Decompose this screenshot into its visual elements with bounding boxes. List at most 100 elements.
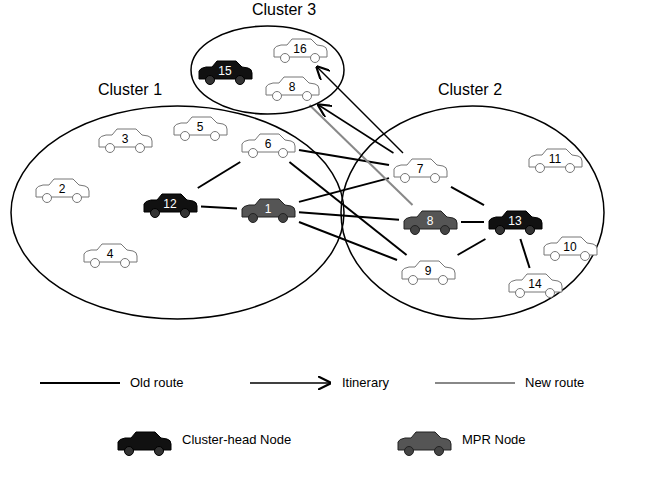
cluster-region: Cluster 315168: [190, 25, 345, 115]
car-wheel: [439, 276, 448, 285]
car-wheel: [43, 194, 52, 203]
car-wheel: [211, 132, 220, 141]
vehicle-number: 4: [81, 247, 139, 261]
cluster-outline: [341, 106, 604, 319]
car-wheel: [121, 259, 130, 268]
car-wheel: [411, 226, 420, 235]
car-wheel: [106, 144, 115, 153]
old-route: [461, 221, 484, 223]
cluster-ellipse: [340, 105, 605, 320]
vehicle-number: 8: [401, 214, 459, 228]
vehicle-car: 4: [81, 240, 139, 270]
vehicle-number: 16: [271, 42, 329, 56]
cluster-region: Cluster 135261241: [10, 105, 345, 320]
vehicle-number: 9: [399, 264, 457, 278]
old-route-sample: [40, 382, 120, 384]
car-wheel: [281, 54, 290, 63]
cluster-region: Cluster 271181310914: [340, 105, 605, 320]
itinerary-arrow: [319, 105, 394, 153]
vehicle-number: 3: [96, 132, 154, 146]
mpr-car: 1: [239, 195, 297, 225]
car-wheel: [206, 76, 215, 85]
vehicle-car: 9: [399, 257, 457, 287]
car-wheel: [249, 214, 258, 223]
itinerary-sample: [250, 382, 330, 384]
car-wheel: [273, 92, 282, 101]
vehicle-car: 14: [506, 270, 564, 300]
car-wheel: [551, 252, 560, 261]
car-wheel: [181, 209, 190, 218]
car-wheel: [236, 76, 245, 85]
vehicle-car: 5: [171, 113, 229, 143]
cluster-outline: [191, 26, 344, 114]
car-wheel: [249, 149, 258, 158]
cluster-head-car: 15: [196, 57, 254, 87]
vehicle-number: 7: [391, 162, 449, 176]
mpr-icon: [398, 432, 451, 456]
vehicle-number: 5: [171, 120, 229, 134]
old-route: [520, 239, 529, 268]
vehicle-number: 10: [541, 240, 599, 254]
cluster-title: Cluster 1: [98, 81, 162, 99]
car-wheel: [581, 252, 590, 261]
old-route: [198, 162, 240, 188]
vehicle-car: 7: [391, 155, 449, 185]
car-wheel: [441, 226, 450, 235]
cluster-title: Cluster 3: [252, 1, 316, 19]
legend-text: MPR Node: [462, 432, 526, 447]
vehicle-number: 12: [141, 197, 199, 211]
vehicle-car: 16: [271, 35, 329, 65]
car-wheel: [279, 214, 288, 223]
car-wheel: [526, 226, 535, 235]
vehicle-car: 10: [541, 233, 599, 263]
old-route: [299, 212, 399, 219]
vehicle-car: 11: [526, 145, 584, 175]
legend-text: Old route: [130, 375, 183, 390]
cluster-outline: [11, 106, 344, 319]
vehicle-car: 6: [239, 130, 297, 160]
car-wheel: [303, 92, 312, 101]
old-route: [201, 207, 237, 209]
car-wheel: [516, 289, 525, 298]
car-wheel: [279, 149, 288, 158]
old-route: [299, 150, 389, 165]
car-wheel: [136, 144, 145, 153]
vehicle-number: 11: [526, 152, 584, 166]
vehicle-number: 2: [33, 182, 91, 196]
itinerary-arrow: [317, 67, 403, 153]
car-wheel: [311, 54, 320, 63]
legend-text: Itinerary: [342, 375, 389, 390]
vehicle-number: 14: [506, 277, 564, 291]
cluster-head-icon: [118, 432, 171, 456]
car-wheel: [73, 194, 82, 203]
legend-text: New route: [525, 375, 584, 390]
car-wheel: [181, 132, 190, 141]
vehicle-number: 13: [486, 214, 544, 228]
vehicle-car: 2: [33, 175, 91, 205]
car-wheel: [431, 174, 440, 183]
cluster-head-car: 13: [486, 207, 544, 237]
mpr-car: 8: [401, 207, 459, 237]
new-route-sample: [435, 382, 515, 384]
vehicle-car: 3: [96, 125, 154, 155]
old-route: [451, 187, 484, 205]
legend-text: Cluster-head Node: [182, 432, 291, 447]
cluster-title: Cluster 2: [438, 81, 502, 99]
vehicle-number: 8: [263, 80, 321, 94]
vehicle-number: 6: [239, 137, 297, 151]
car-wheel: [566, 164, 575, 173]
car-wheel: [546, 289, 555, 298]
car-wheel: [91, 259, 100, 268]
vehicle-number: 1: [239, 202, 297, 216]
old-route: [299, 222, 397, 260]
car-wheel: [409, 276, 418, 285]
car-wheel: [496, 226, 505, 235]
vehicle-number: 15: [196, 64, 254, 78]
vehicle-car: 8: [263, 73, 321, 103]
old-route: [458, 239, 486, 255]
cluster-head-car: 12: [141, 190, 199, 220]
car-wheel: [151, 209, 160, 218]
car-wheel: [536, 164, 545, 173]
car-wheel: [401, 174, 410, 183]
